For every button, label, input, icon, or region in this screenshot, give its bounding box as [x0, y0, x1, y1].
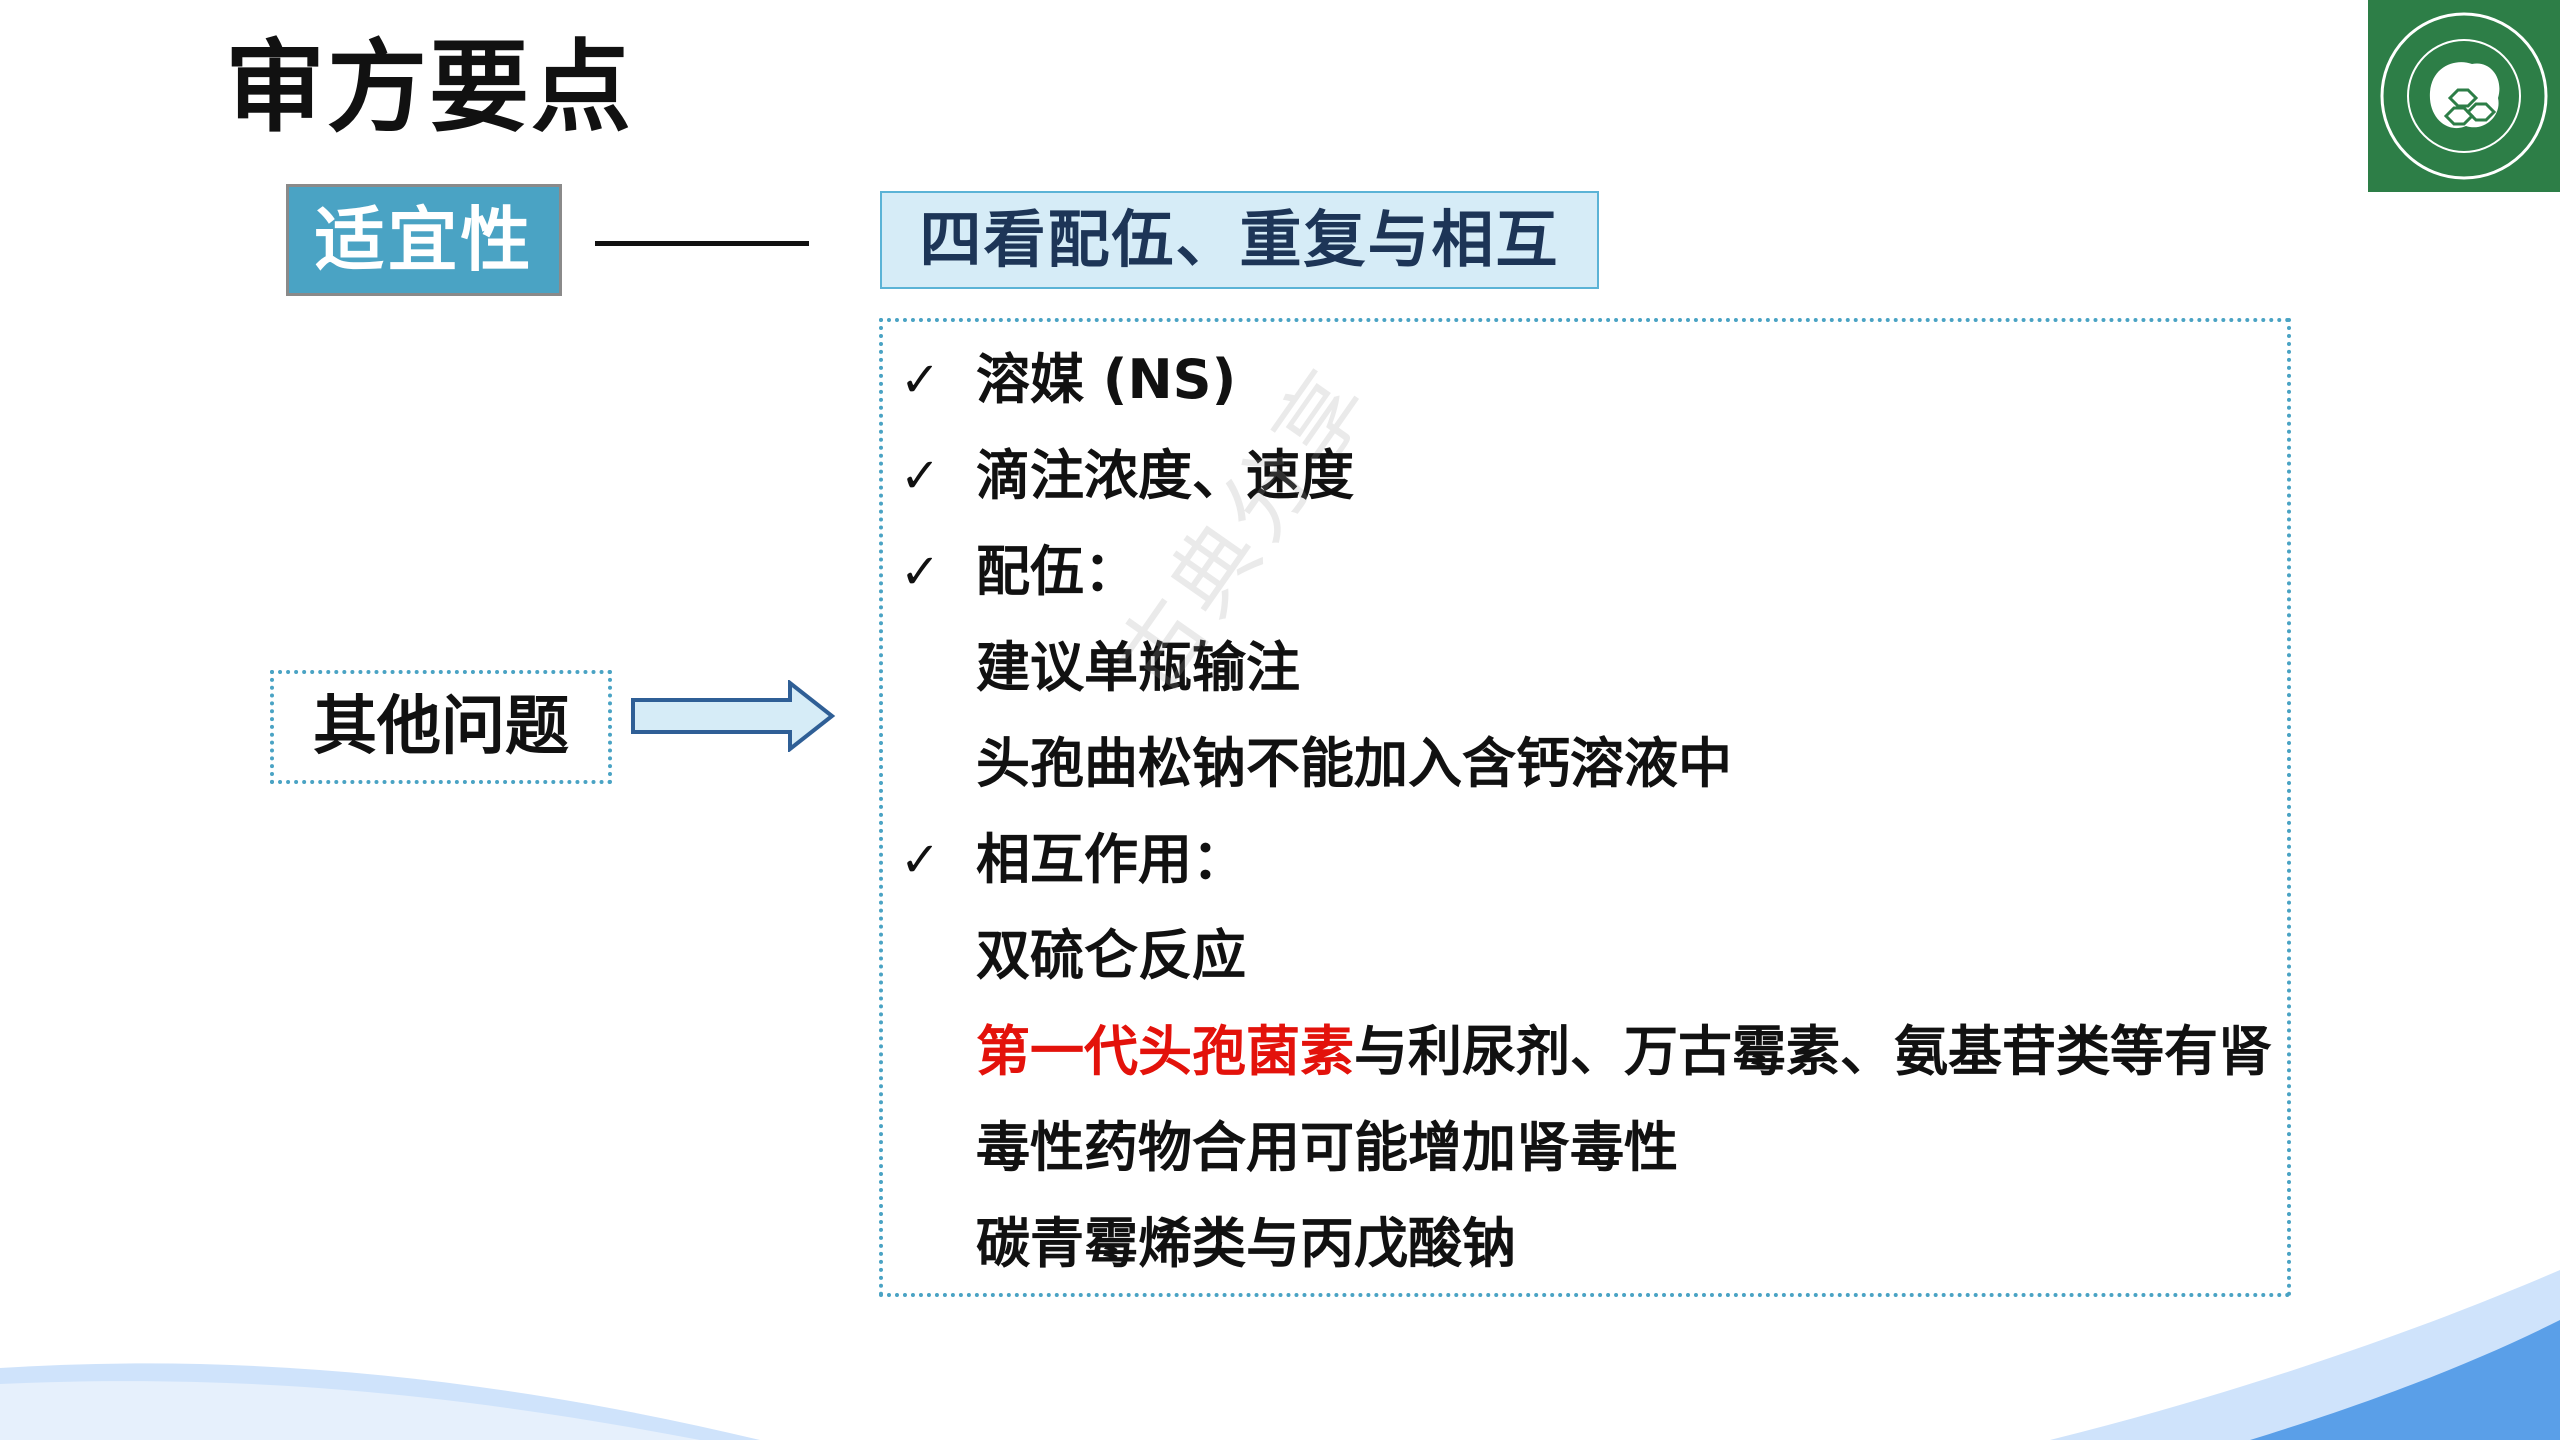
- interaction-item: 第一代头孢菌素与利尿剂、万古霉素、氨基苷类等有肾: [976, 1017, 2272, 1087]
- interaction-item: 毒性药物合用可能增加肾毒性: [976, 1116, 1678, 1179]
- check-icon: ✓: [900, 448, 941, 504]
- interaction-item: 碳青霉烯类与丙戊酸钠: [976, 1212, 1516, 1275]
- compatibility-item: 头孢曲松钠不能加入含钙溶液中: [976, 732, 1732, 795]
- interaction-item: 双硫仑反应: [976, 924, 1246, 987]
- arrow-right-icon: [631, 680, 836, 752]
- association-logo: [2368, 0, 2560, 192]
- compatibility-title: 配伍：: [976, 540, 1138, 603]
- interaction-title: 相互作用：: [976, 828, 1246, 891]
- slide-title: 审方要点: [225, 29, 633, 146]
- drip-item: 滴注浓度、速度: [976, 444, 1354, 507]
- check-icon: ✓: [900, 544, 941, 600]
- check-icon: ✓: [900, 352, 941, 408]
- suitability-label: 适宜性: [286, 184, 562, 296]
- check-icon: ✓: [900, 832, 941, 888]
- content-panel: [879, 318, 2291, 1297]
- section-header: 四看配伍、重复与相互: [880, 191, 1599, 289]
- other-issues-label: 其他问题: [270, 670, 612, 784]
- highlight-text: 第一代头孢菌素: [976, 1020, 1354, 1083]
- connector-line: [595, 241, 809, 246]
- solvent-item: 溶媒 (NS): [976, 348, 1237, 411]
- interaction-text: 与利尿剂、万古霉素、氨基苷类等有肾: [1354, 1020, 2272, 1083]
- compatibility-item: 建议单瓶输注: [976, 636, 1300, 699]
